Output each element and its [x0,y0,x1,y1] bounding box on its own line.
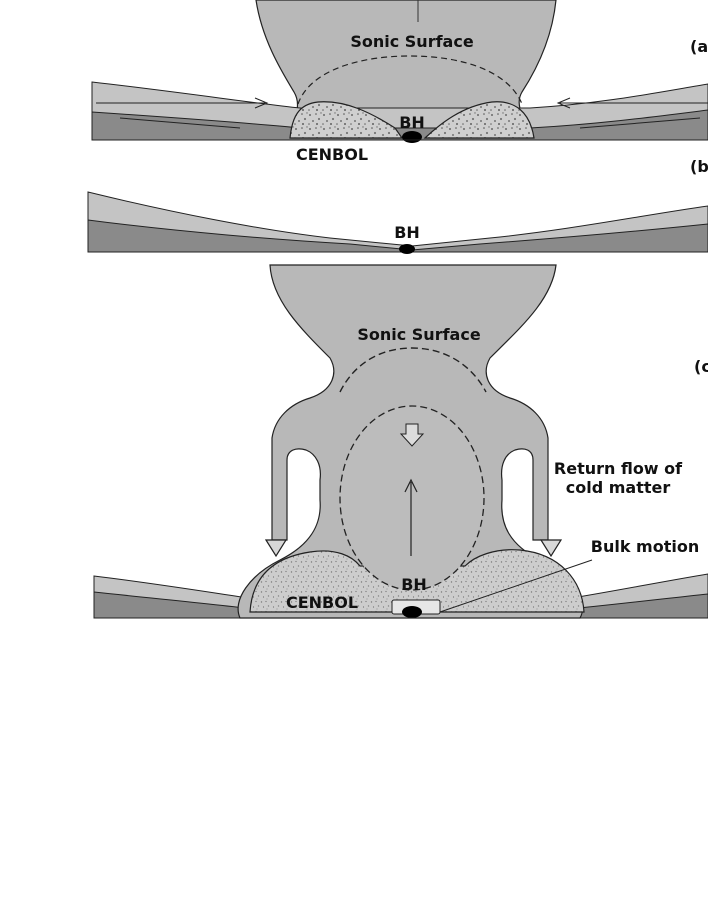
sonic-surface-label-c: Sonic Surface [357,325,480,344]
return-flow-arrow-left [264,539,288,558]
cenbol-right-a [423,101,535,139]
return-flow-label-line2: cold matter [566,478,671,497]
return-flow-label-line1: Return flow of [554,459,683,478]
black-hole-a [402,131,422,143]
sonic-surface-label-a: Sonic Surface [350,32,473,51]
inner-bubble-c [339,405,485,591]
up-arrow-icon [404,478,418,556]
cenbol-label-a: CENBOL [296,145,368,164]
double-down-arrow-icon [399,423,425,447]
bh-label-c: BH [401,575,427,594]
panel-a: Sonic Surface BH CENBOL (a [91,0,708,164]
inflow-arrows-a [96,97,708,129]
bulk-motion-label: Bulk motion [591,537,699,556]
cenbol-left-a [289,101,404,139]
panel-tag-b: (b [690,157,708,176]
black-hole-c [402,606,422,618]
bh-label-a: BH [399,113,425,132]
panel-tag-c: (c [694,357,708,376]
cenbol-label-c: CENBOL [286,593,358,612]
black-hole-b [399,244,415,254]
panel-c: Sonic Surface (c Return flow of cold mat… [93,264,708,619]
bh-label-b: BH [394,223,420,242]
sonic-surface-arc-a [297,55,523,105]
bulk-motion-pointer [439,559,593,613]
return-flow-arrow-right [539,539,563,558]
panel-tag-a: (a [690,37,708,56]
sonic-surface-arc-c [339,347,487,393]
disk-dark-b [87,219,708,253]
panel-b: BH (b [87,157,708,254]
